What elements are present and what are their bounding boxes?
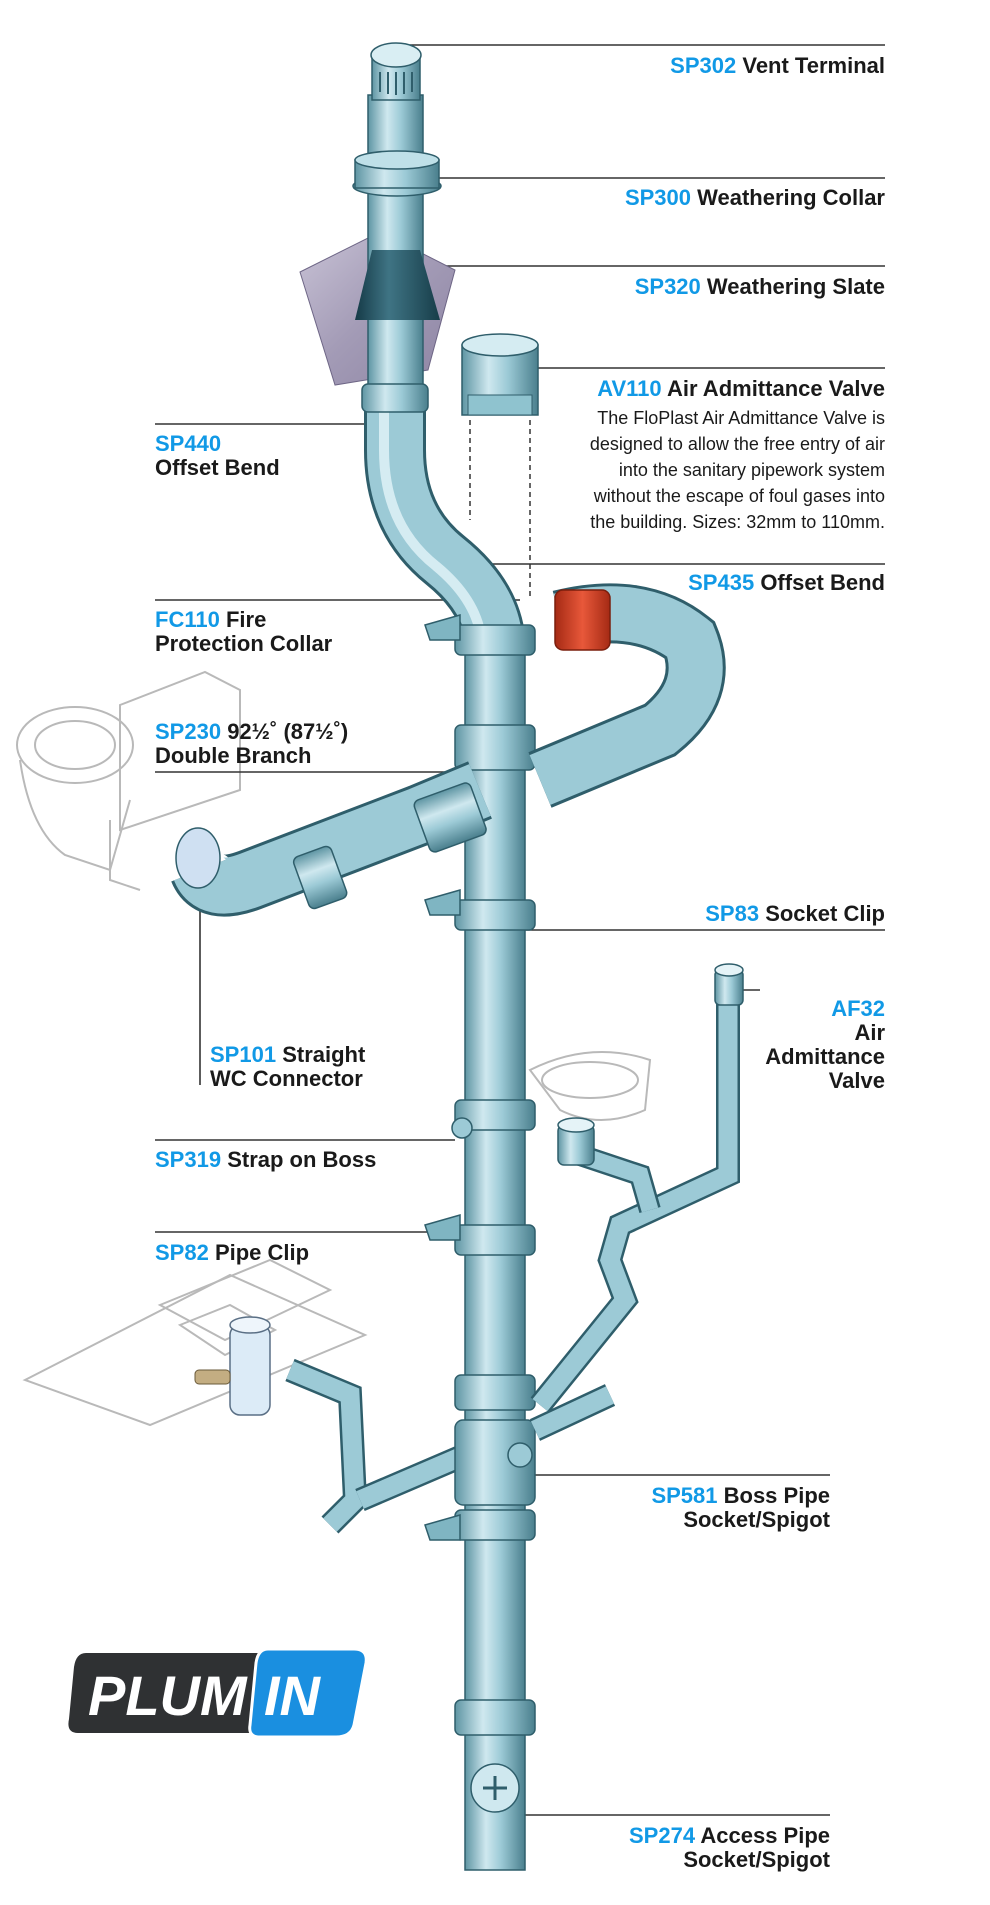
label-fc110: FC110 Fire Protection Collar <box>155 608 332 656</box>
label-sp300: SP300 Weathering Collar <box>625 186 885 210</box>
label-code: FC110 <box>155 607 220 632</box>
label-sp581: SP581 Boss Pipe Socket/Spigot <box>651 1484 830 1532</box>
label-name: Pipe Clip <box>214 1240 310 1265</box>
wc-outline <box>16 670 241 891</box>
label-name-line2: Double Branch <box>155 743 312 768</box>
label-name: Socket Clip <box>765 901 885 926</box>
label-sp230: SP230 92½˚ (87½˚) Double Branch <box>155 720 348 768</box>
label-sp440: SP440 Offset Bend <box>155 432 280 480</box>
air-admittance-valve <box>461 333 539 416</box>
label-name: Offset Bend <box>760 570 885 595</box>
pipe-clips <box>424 614 461 1541</box>
description-line: The FloPlast Air Admittance Valve is <box>597 408 885 428</box>
label-name-line3: Valve <box>828 1068 885 1093</box>
sink-waste <box>285 1358 470 1534</box>
av110-description: The FloPlast Air Admittance Valve is des… <box>585 405 885 535</box>
basin-outline <box>528 1051 652 1121</box>
label-sp82: SP82 Pipe Clip <box>155 1241 309 1265</box>
label-sp101: SP101 Straight WC Connector <box>210 1043 365 1091</box>
vent-pipe <box>367 94 424 396</box>
label-code: SP83 <box>705 901 760 926</box>
label-sp319: SP319 Strap on Boss <box>155 1148 376 1172</box>
label-code: SP300 <box>624 185 692 210</box>
label-code: SP101 <box>210 1042 277 1067</box>
label-name-line2: Protection Collar <box>155 631 333 656</box>
label-code: SP320 <box>634 274 701 299</box>
logo-graphic: PLUM IN <box>68 1647 368 1739</box>
description-line: designed to allow the free entry of air <box>589 434 885 454</box>
label-af32: AF32 Air Admittance Valve <box>765 997 885 1093</box>
label-code: AF32 <box>831 996 885 1021</box>
label-name: Fire <box>225 607 267 632</box>
label-name: Offset Bend <box>155 455 280 480</box>
label-name: Straight <box>282 1042 366 1067</box>
label-code: SP435 <box>688 570 755 595</box>
label-code: SP302 <box>670 53 737 78</box>
description-line: the building. Sizes: 32mm to 110mm. <box>590 512 885 532</box>
label-name: Access Pipe <box>700 1823 830 1848</box>
label-name: Vent Terminal <box>742 53 885 78</box>
label-sp435: SP435 Offset Bend <box>688 571 885 595</box>
label-name: Weathering Slate <box>706 274 885 299</box>
label-name-line2: Admittance <box>765 1044 885 1069</box>
description-line: into the sanitary pipework system <box>618 460 885 480</box>
label-code: SP230 <box>155 719 222 744</box>
plumin-logo: PLUM IN <box>68 1645 368 1740</box>
fire-protection-collar <box>554 589 611 651</box>
leader-lines <box>155 44 885 1816</box>
label-sp83: SP83 Socket Clip <box>705 902 885 926</box>
label-code: AV110 <box>597 376 662 401</box>
label-sp320: SP320 Weathering Slate <box>635 275 885 299</box>
label-code: SP274 <box>629 1823 696 1848</box>
sink-outline <box>22 1258 368 1427</box>
basin-trap <box>557 1117 595 1166</box>
label-sp302: SP302 Vent Terminal <box>670 54 885 78</box>
sink-trap <box>194 1316 271 1416</box>
wc-connector <box>175 827 221 889</box>
label-name-line2: Socket/Spigot <box>683 1847 830 1872</box>
label-name: Weathering Collar <box>697 185 885 210</box>
label-name: Boss Pipe <box>723 1483 830 1508</box>
label-name-line1: Air <box>854 1020 885 1045</box>
stack-collars <box>454 624 536 1736</box>
strap-on-boss <box>451 1117 473 1139</box>
label-code: SP82 <box>155 1240 209 1265</box>
label-name: 92½˚ (87½˚) <box>227 719 349 744</box>
label-name-line2: WC Connector <box>210 1066 363 1091</box>
label-code: SP319 <box>155 1147 222 1172</box>
weathering-cone <box>355 250 440 320</box>
label-name: Air Admittance Valve <box>666 376 885 401</box>
basin-waste <box>530 1000 740 1413</box>
label-name: Strap on Boss <box>227 1147 377 1172</box>
label-name-line2: Socket/Spigot <box>683 1507 830 1532</box>
logo-text-plum: PLUM <box>88 1664 248 1727</box>
boss-pipe <box>454 1419 536 1506</box>
description-line: without the escape of foul gases into <box>593 486 885 506</box>
label-code: SP581 <box>651 1483 718 1508</box>
label-sp274: SP274 Access Pipe Socket/Spigot <box>629 1824 830 1872</box>
logo-text-in: IN <box>264 1664 322 1727</box>
label-code: SP440 <box>155 431 222 456</box>
label-av110: AV110 Air Admittance Valve <box>597 377 885 401</box>
